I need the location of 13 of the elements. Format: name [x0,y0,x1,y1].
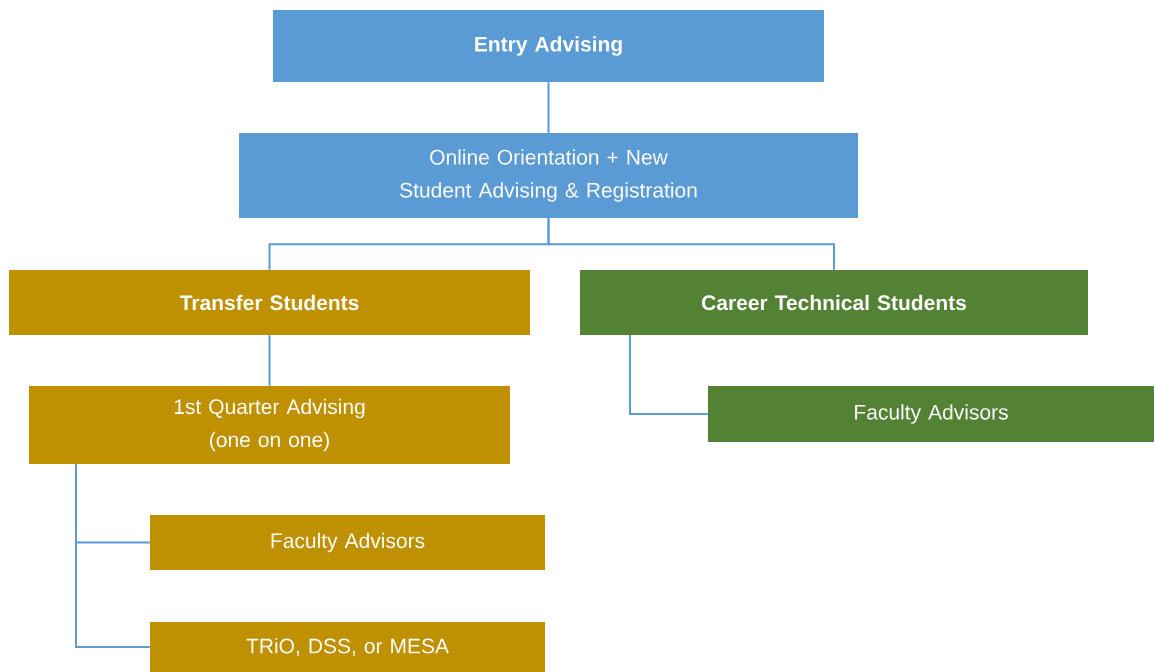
category-box: Career Technical Students [580,270,1088,335]
process-box: Online Orientation + New Student Advising & Registration [239,133,858,218]
process-box: 1st Quarter Advising (one on one) [29,386,510,464]
connector [75,463,151,648]
connector [629,334,709,415]
process-box: Faculty Advisors [150,515,545,570]
connector [547,81,550,134]
process-box: Faculty Advisors [708,386,1154,442]
process-box: TRiO, DSS, or MESA [150,622,545,672]
connector [268,334,271,387]
category-box: Transfer Students [9,270,530,335]
process-box: Entry Advising [273,10,824,82]
connector [547,217,835,271]
